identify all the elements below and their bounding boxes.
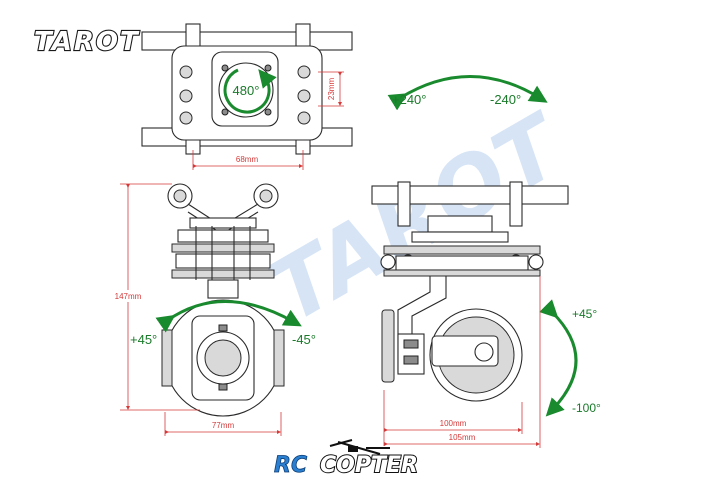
dim-68mm: 68mm: [236, 155, 259, 164]
side-lens: [474, 342, 494, 362]
rotation-arrow-icon: [223, 68, 277, 114]
pan-arrow-icon: [387, 75, 548, 111]
front-view: +45° -45° 147mm 77mm: [110, 183, 316, 436]
top-view: 480° 23mm 68mm: [141, 23, 353, 170]
dim-105mm: 105mm: [449, 433, 476, 442]
dim-147mm: 147mm: [115, 292, 142, 301]
rotation-label: 480°: [233, 83, 260, 98]
dim-23mm: 23mm: [327, 78, 336, 101]
tilt-minus-label: -100°: [572, 401, 601, 415]
dim-100mm: 100mm: [440, 419, 467, 428]
tarot-logo: TAROT: [34, 27, 140, 57]
rc-text: RC: [274, 453, 307, 478]
pan-range: +240° -240°: [387, 75, 548, 111]
side-view: +45° -100° 100mm 105mm: [371, 181, 601, 448]
roll-plus-label: +45°: [130, 332, 157, 347]
roll-arrow-icon: [155, 300, 302, 333]
pan-plus-label: +240°: [392, 92, 426, 107]
dim-77mm: 77mm: [212, 421, 235, 430]
rc-copter-logo: RC COPTER: [274, 439, 419, 479]
tilt-plus-label: +45°: [572, 307, 597, 321]
roll-minus-label: -45°: [292, 332, 316, 347]
copter-text: COPTER: [320, 453, 418, 478]
pan-minus-label: -240°: [490, 92, 521, 107]
tilt-arrow-icon: [539, 299, 578, 417]
